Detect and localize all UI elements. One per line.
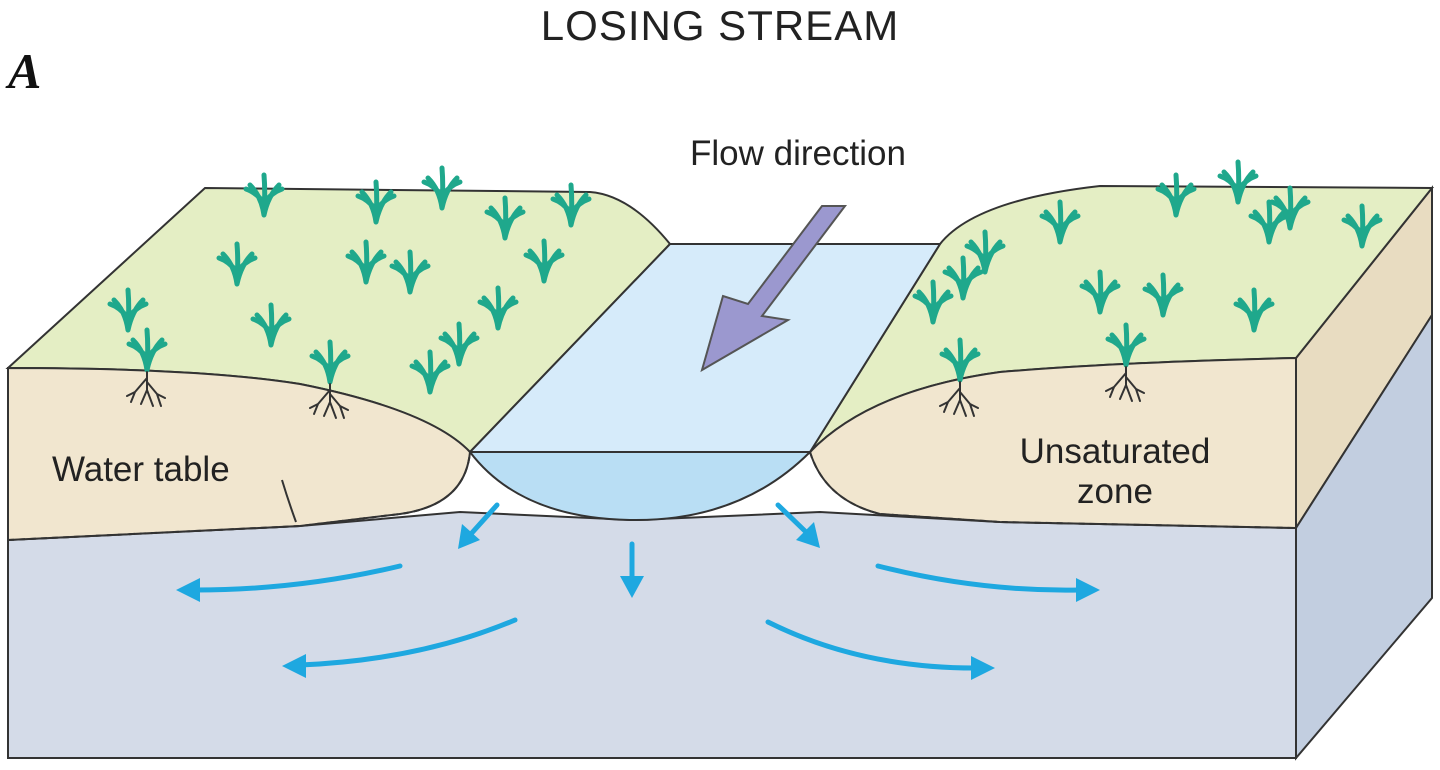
seepage-arrow-icon [297,617,518,668]
seepage-arrow-icon [765,619,978,671]
unsaturated-zone-label: Unsaturated zone [990,432,1240,512]
groundwater-front [7,510,1297,759]
seepage-arrow-icon [775,502,809,535]
water-table-label: Water table [52,450,230,489]
flow-direction-label: Flow direction [690,134,906,173]
seepage-arrow-icon [875,563,1083,593]
seepage-arrow-icon [192,563,403,593]
seepage-arrow-icon [467,502,500,538]
water-table-line-right [809,451,1297,529]
stream-channel [467,451,813,522]
panel-letter: A [8,43,42,99]
diagram-title: LOSING STREAM [540,2,900,49]
flow-arrow-icon [700,205,848,373]
unsaturated-zone-label-line2: zone [1077,472,1153,511]
water-table-leader [281,479,297,523]
seepage-arrowheads [176,522,1100,680]
seepage-arrows [192,502,1083,671]
unsaturated-zone-label-line1: Unsaturated [1019,432,1211,471]
